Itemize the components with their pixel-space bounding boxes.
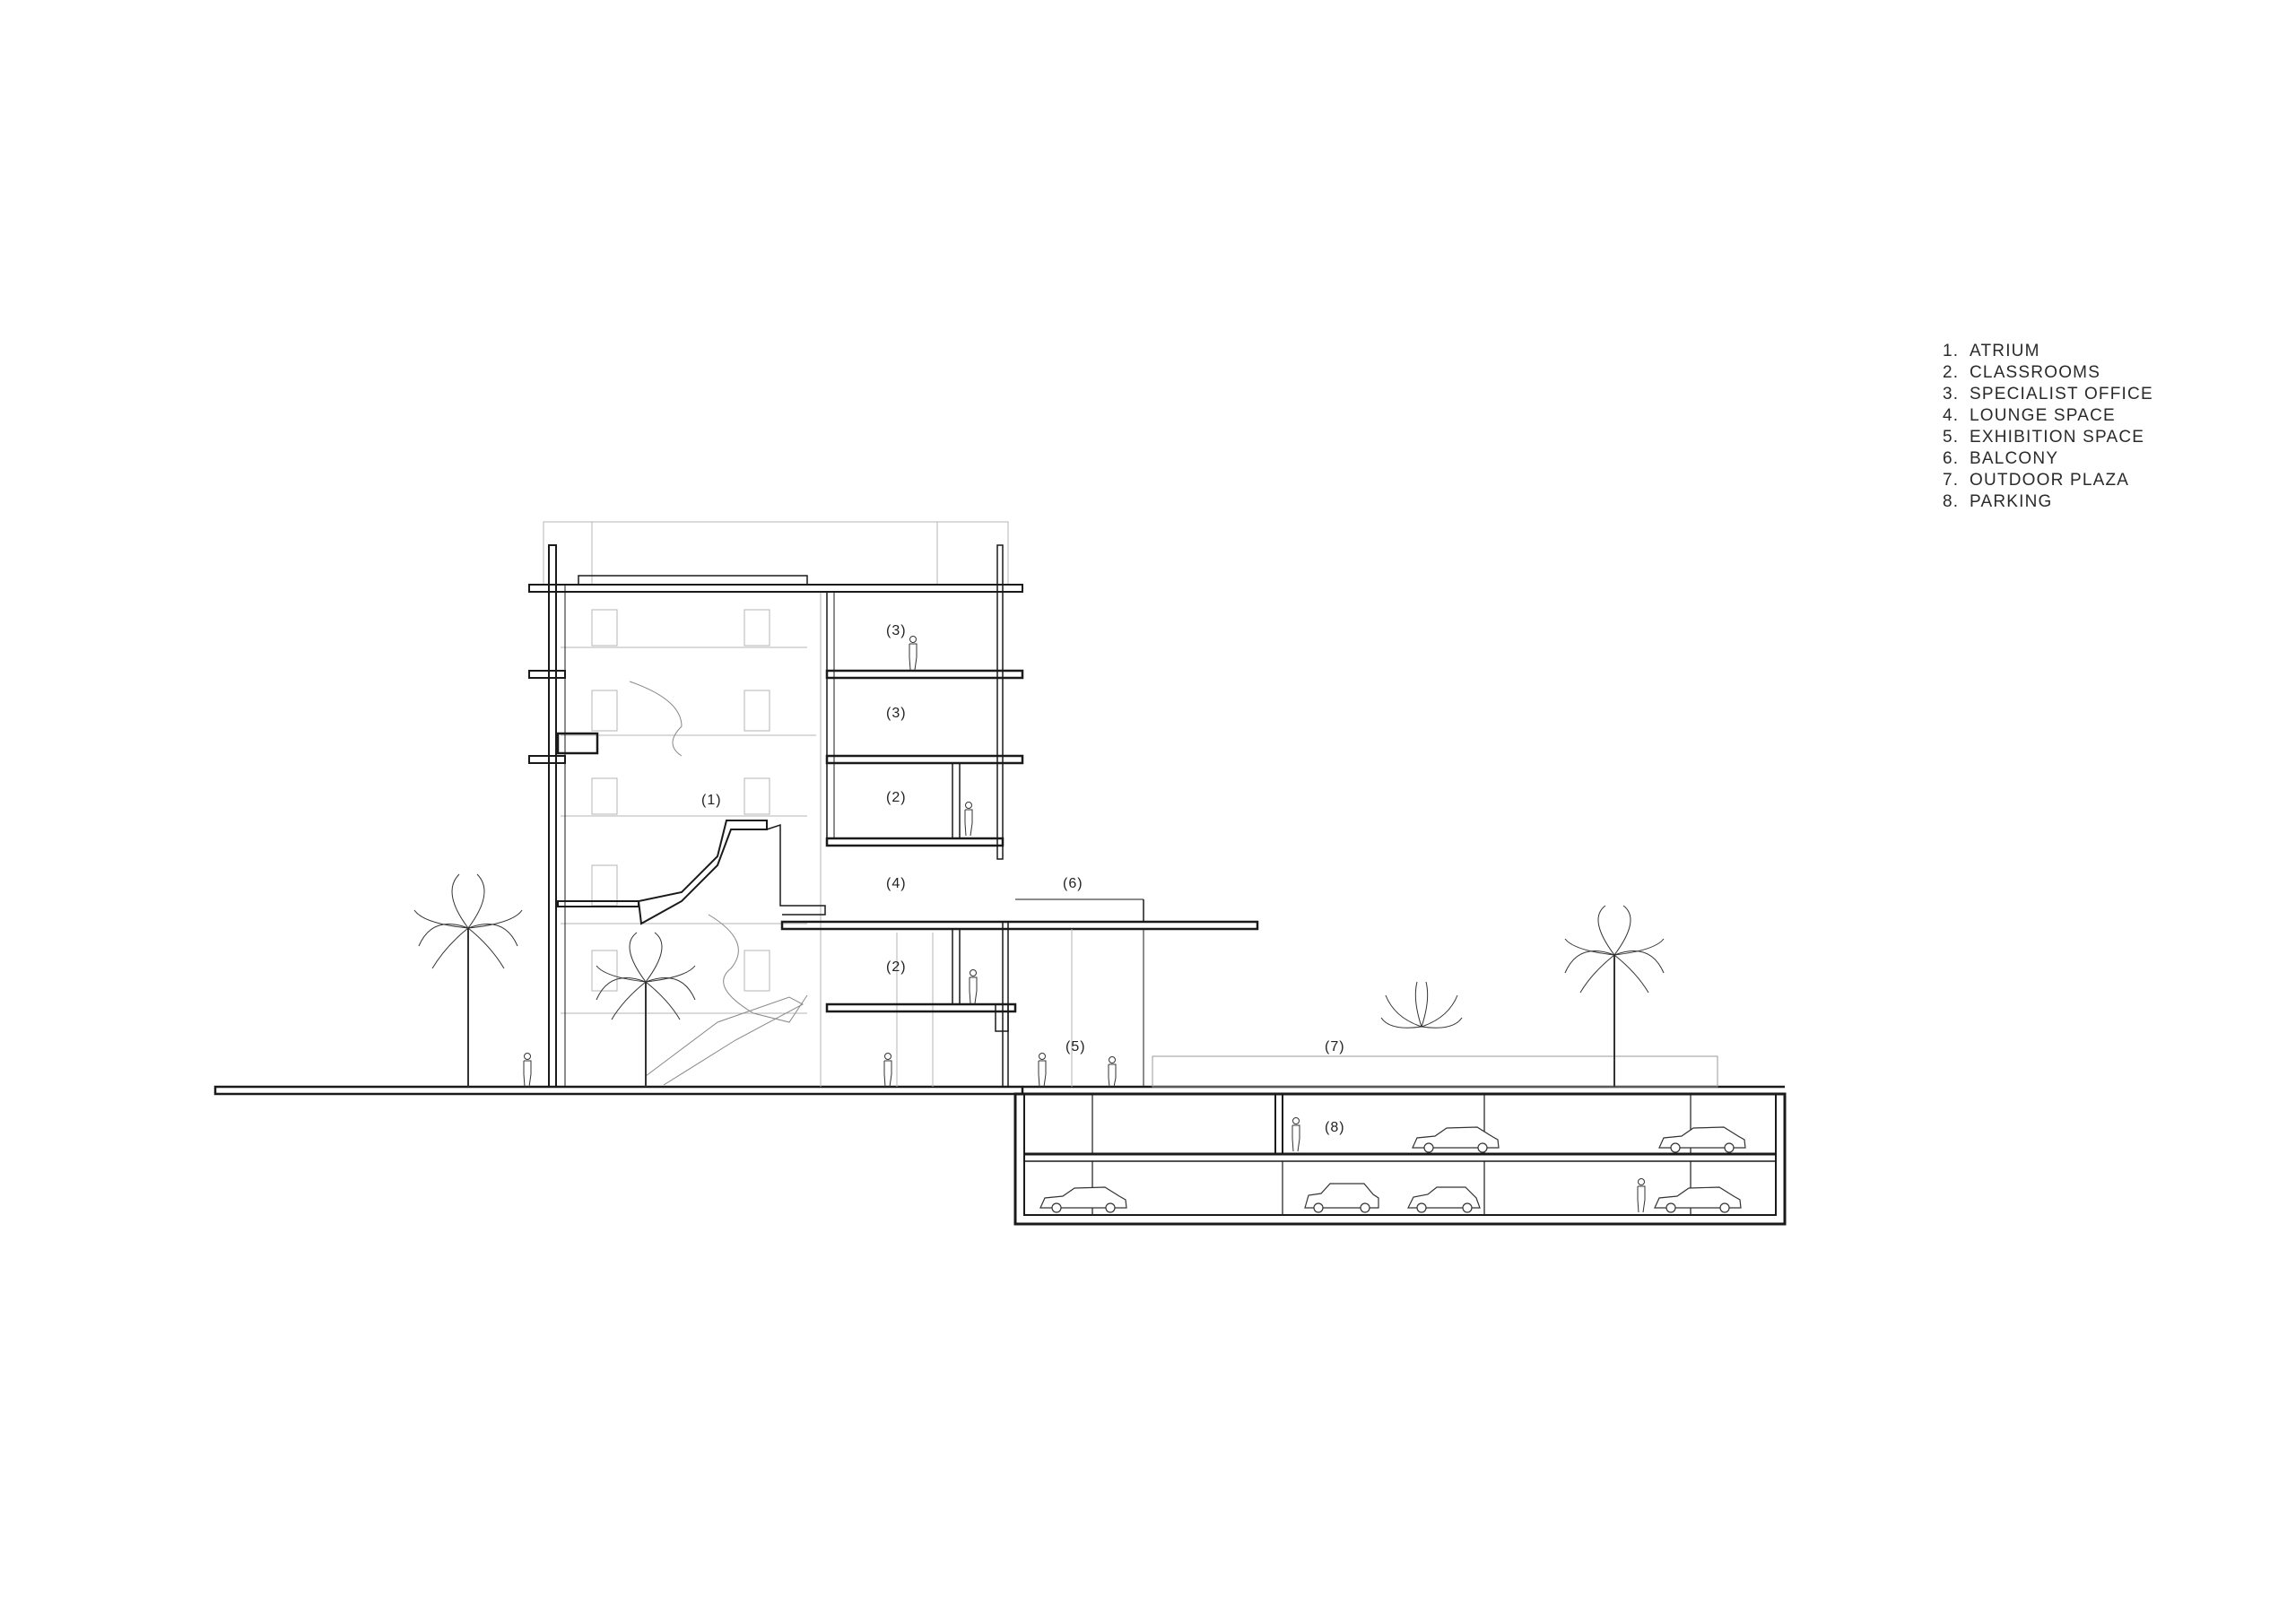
legend-item: 1. ATRIUM: [1943, 341, 2239, 362]
legend-number: 2.: [1943, 363, 1960, 382]
legend-item: 7. OUTDOOR PLAZA: [1943, 470, 2239, 491]
parking-cars: [1039, 1126, 1746, 1213]
tag-balcony: (6): [1063, 876, 1083, 891]
legend-number: 7.: [1943, 471, 1960, 490]
legend-number: 1.: [1943, 342, 1960, 360]
tag-plaza: (7): [1325, 1039, 1345, 1055]
legend-label: ATRIUM: [1970, 342, 2040, 360]
tag-atrium: (1): [701, 793, 722, 808]
tag-parking: (8): [1325, 1120, 1345, 1135]
legend-label: SPECIALIST OFFICE: [1970, 385, 2153, 404]
building-structure: [528, 544, 1259, 1088]
legend-item: 5. EXHIBITION SPACE: [1943, 427, 2239, 448]
tag-exhibition: (5): [1065, 1039, 1086, 1055]
parking-structure: [1013, 1092, 1787, 1226]
tag-classroom-lower: (2): [886, 959, 907, 975]
legend-label: EXHIBITION SPACE: [1970, 428, 2145, 447]
legend-label: BALCONY: [1970, 449, 2059, 468]
legend-number: 4.: [1943, 406, 1960, 425]
legend-item: 8. PARKING: [1943, 491, 2239, 513]
legend-number: 5.: [1943, 428, 1960, 447]
ground-slab: [213, 1085, 1024, 1096]
legend-label: PARKING: [1970, 492, 2053, 511]
legend-item: 6. BALCONY: [1943, 448, 2239, 470]
tag-lounge: (4): [886, 876, 907, 891]
legend-label: CLASSROOMS: [1970, 363, 2101, 382]
legend-label: LOUNGE SPACE: [1970, 406, 2116, 425]
people-figures: [523, 636, 1646, 1213]
palm-trees: [413, 873, 1665, 1087]
plaza-fence: [1152, 1055, 1718, 1088]
legend-item: 2. CLASSROOMS: [1943, 362, 2239, 384]
legend-item: 4. LOUNGE SPACE: [1943, 405, 2239, 427]
legend-number: 6.: [1943, 449, 1960, 468]
tag-classroom-upper: (2): [886, 790, 907, 805]
tag-office-second: (3): [886, 706, 907, 721]
atrium-stairs: [629, 681, 826, 1086]
legend-number: 8.: [1943, 492, 1960, 511]
tag-office-top: (3): [886, 623, 907, 638]
legend-label: OUTDOOR PLAZA: [1970, 471, 2130, 490]
legend-number: 3.: [1943, 385, 1960, 404]
rear-elevation: [543, 521, 1009, 1087]
legend-item: 3. SPECIALIST OFFICE: [1943, 384, 2239, 405]
